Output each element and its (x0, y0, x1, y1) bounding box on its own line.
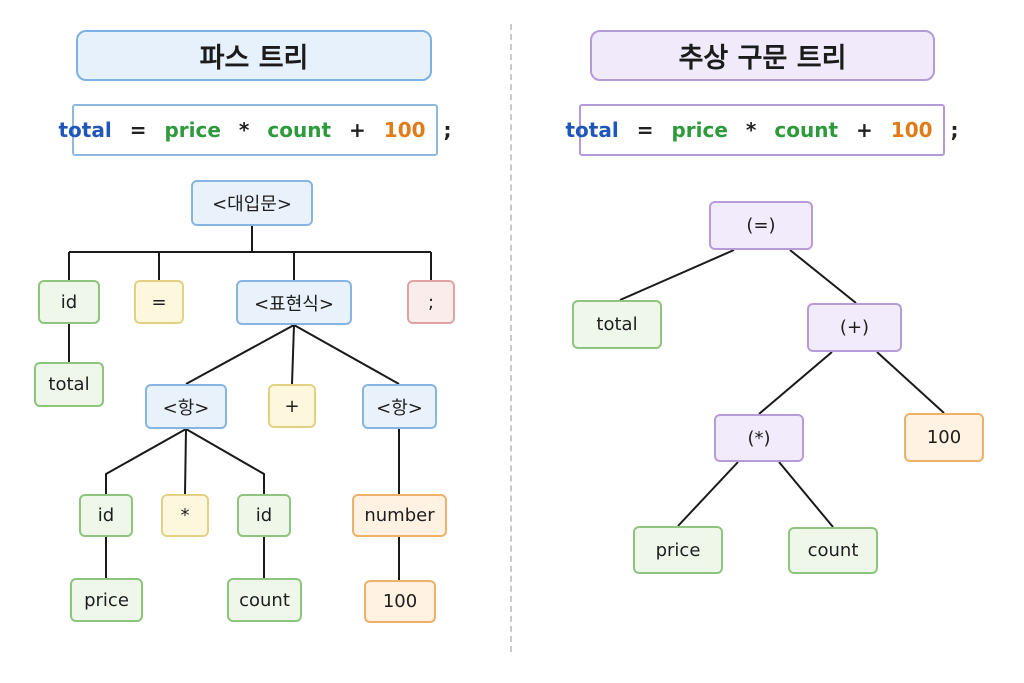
node-term: <항> (145, 384, 227, 429)
ast-node-times: (*) (714, 414, 804, 462)
expr-token: price (671, 118, 728, 142)
edge (184, 428, 187, 495)
expr-token: total (565, 118, 619, 142)
expr-token: count (774, 118, 839, 142)
expr-token: total (58, 118, 112, 142)
expr-token: count (267, 118, 332, 142)
node-number: number (352, 494, 447, 537)
node-id: id (79, 494, 133, 537)
parse-tree-expression: total = price * count + 100 ; (58, 104, 452, 156)
ast-node-100: 100 (904, 413, 984, 462)
ast-expression: total = price * count + 100 ; (565, 104, 959, 156)
expr-token: = (636, 118, 654, 142)
edge (778, 461, 834, 528)
node-times: * (161, 494, 209, 537)
ast-title: 추상 구문 트리 (590, 30, 935, 81)
node-equals: = (134, 280, 184, 324)
ast-node-price: price (633, 526, 723, 574)
ast-node-plus: (+) (807, 303, 902, 352)
panel-divider (510, 24, 512, 652)
node-expression: <표현식> (236, 280, 352, 325)
expr-token: * (238, 118, 250, 142)
node-semicolon: ; (407, 280, 455, 324)
expr-token: = (129, 118, 147, 142)
edge (105, 428, 187, 494)
node-total: total (34, 362, 104, 407)
edge (677, 461, 739, 527)
expr-token: price (164, 118, 221, 142)
node-id: id (38, 280, 100, 324)
expr-token: + (349, 118, 366, 142)
node-100: 100 (364, 580, 436, 623)
node-assignment: <대입문> (191, 180, 313, 226)
node-count: count (227, 578, 302, 622)
edge (758, 351, 833, 415)
expr-token: + (856, 118, 873, 142)
edge (789, 249, 857, 304)
edge (876, 351, 945, 414)
expr-token: ; (443, 118, 452, 142)
ast-node-assign: (=) (709, 201, 813, 250)
expr-token: * (745, 118, 757, 142)
expr-token: 100 (890, 118, 933, 142)
node-plus: + (268, 384, 316, 428)
node-id: id (237, 494, 291, 537)
node-term: <항> (362, 384, 437, 429)
parse-tree-title: 파스 트리 (76, 30, 432, 81)
edge (185, 428, 265, 494)
edge (619, 249, 735, 301)
expr-token: 100 (383, 118, 426, 142)
node-price: price (70, 578, 143, 622)
ast-node-total: total (572, 300, 662, 349)
edge (291, 324, 295, 385)
expr-token: ; (950, 118, 959, 142)
edge (185, 324, 295, 385)
edge (293, 324, 400, 385)
ast-node-count: count (788, 527, 878, 574)
